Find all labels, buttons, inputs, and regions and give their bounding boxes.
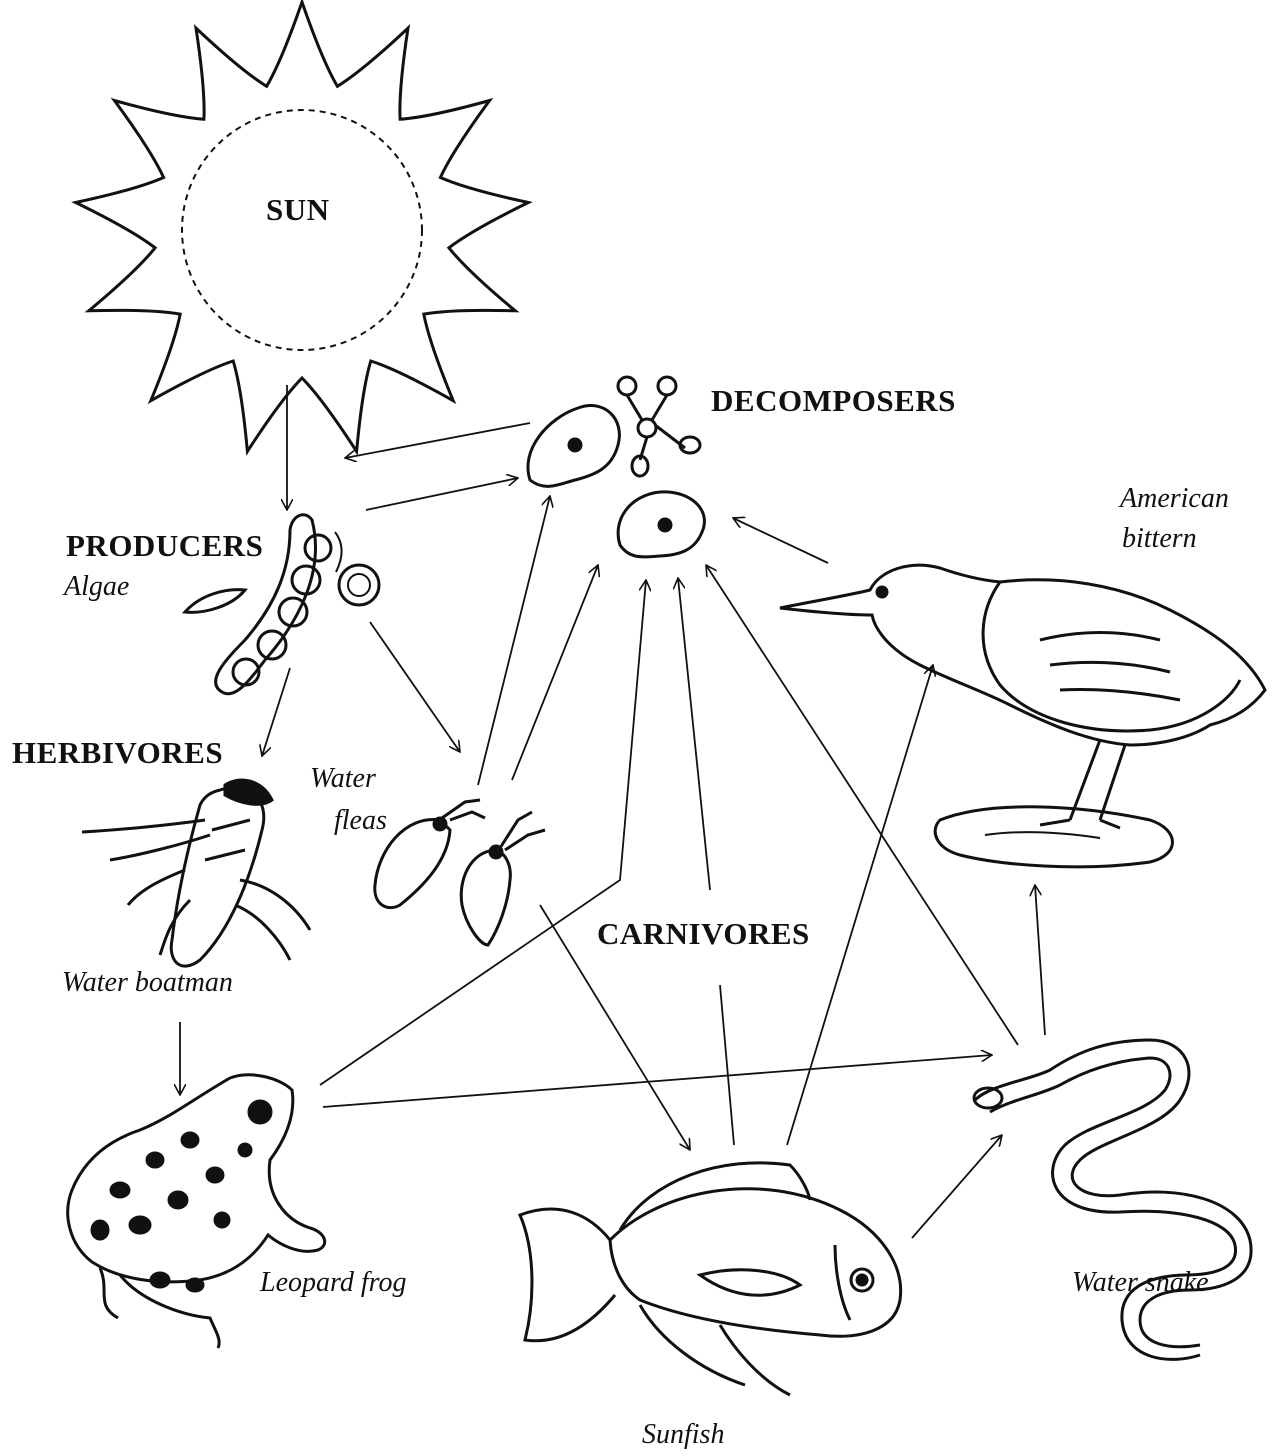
sun-label: SUN (266, 194, 330, 227)
arrow-waterfleas-to-decomposers-1 (478, 496, 550, 785)
water-boatman-label: Water boatman (62, 968, 233, 997)
arrow-snake-to-bittern (1035, 885, 1045, 1035)
sunfish-icon (520, 1163, 901, 1395)
leopard-frog-label: Leopard frog (260, 1268, 407, 1297)
algae-label: Algae (64, 572, 129, 601)
american-bittern-label-line2: bittern (1122, 524, 1197, 553)
arrow-producers-to-herbivores (262, 668, 290, 756)
producers-label: PRODUCERS (66, 530, 263, 563)
decomposers-label: DECOMPOSERS (711, 385, 956, 418)
arrow-algae-to-waterfleas (370, 622, 460, 752)
water-boatman-icon (82, 780, 310, 966)
arrow-decomposers-to-sun (345, 423, 530, 458)
herbivores-label: HERBIVORES (12, 737, 223, 770)
arrow-producers-to-decomposers (366, 478, 518, 510)
water-snake-label: Water snake (1072, 1268, 1209, 1297)
arrow-snake-to-decomposers (706, 565, 1018, 1045)
food-web-arrows (180, 385, 1045, 1238)
arrow-sunfish-to-decomposers (678, 578, 710, 890)
arrow-frog-to-snake (323, 1055, 992, 1107)
water-fleas-icon (375, 800, 545, 945)
american-bittern-icon (780, 565, 1265, 867)
decomposers-icon (528, 377, 705, 557)
water-fleas-label-line2: fleas (334, 806, 387, 835)
water-fleas-label-line1: Water (310, 764, 376, 793)
sunfish-label: Sunfish (642, 1420, 724, 1449)
american-bittern-label-line1: American (1120, 484, 1229, 513)
leopard-frog-icon (68, 1075, 325, 1348)
carnivores-label: CARNIVORES (597, 918, 810, 951)
arrow-sunfish-up-2 (720, 985, 734, 1145)
water-snake-icon (974, 1040, 1251, 1359)
arrow-sunfish-to-bittern (787, 665, 933, 1145)
arrow-bittern-to-decomposers (733, 518, 828, 563)
arrow-sunfish-to-snake (912, 1135, 1002, 1238)
